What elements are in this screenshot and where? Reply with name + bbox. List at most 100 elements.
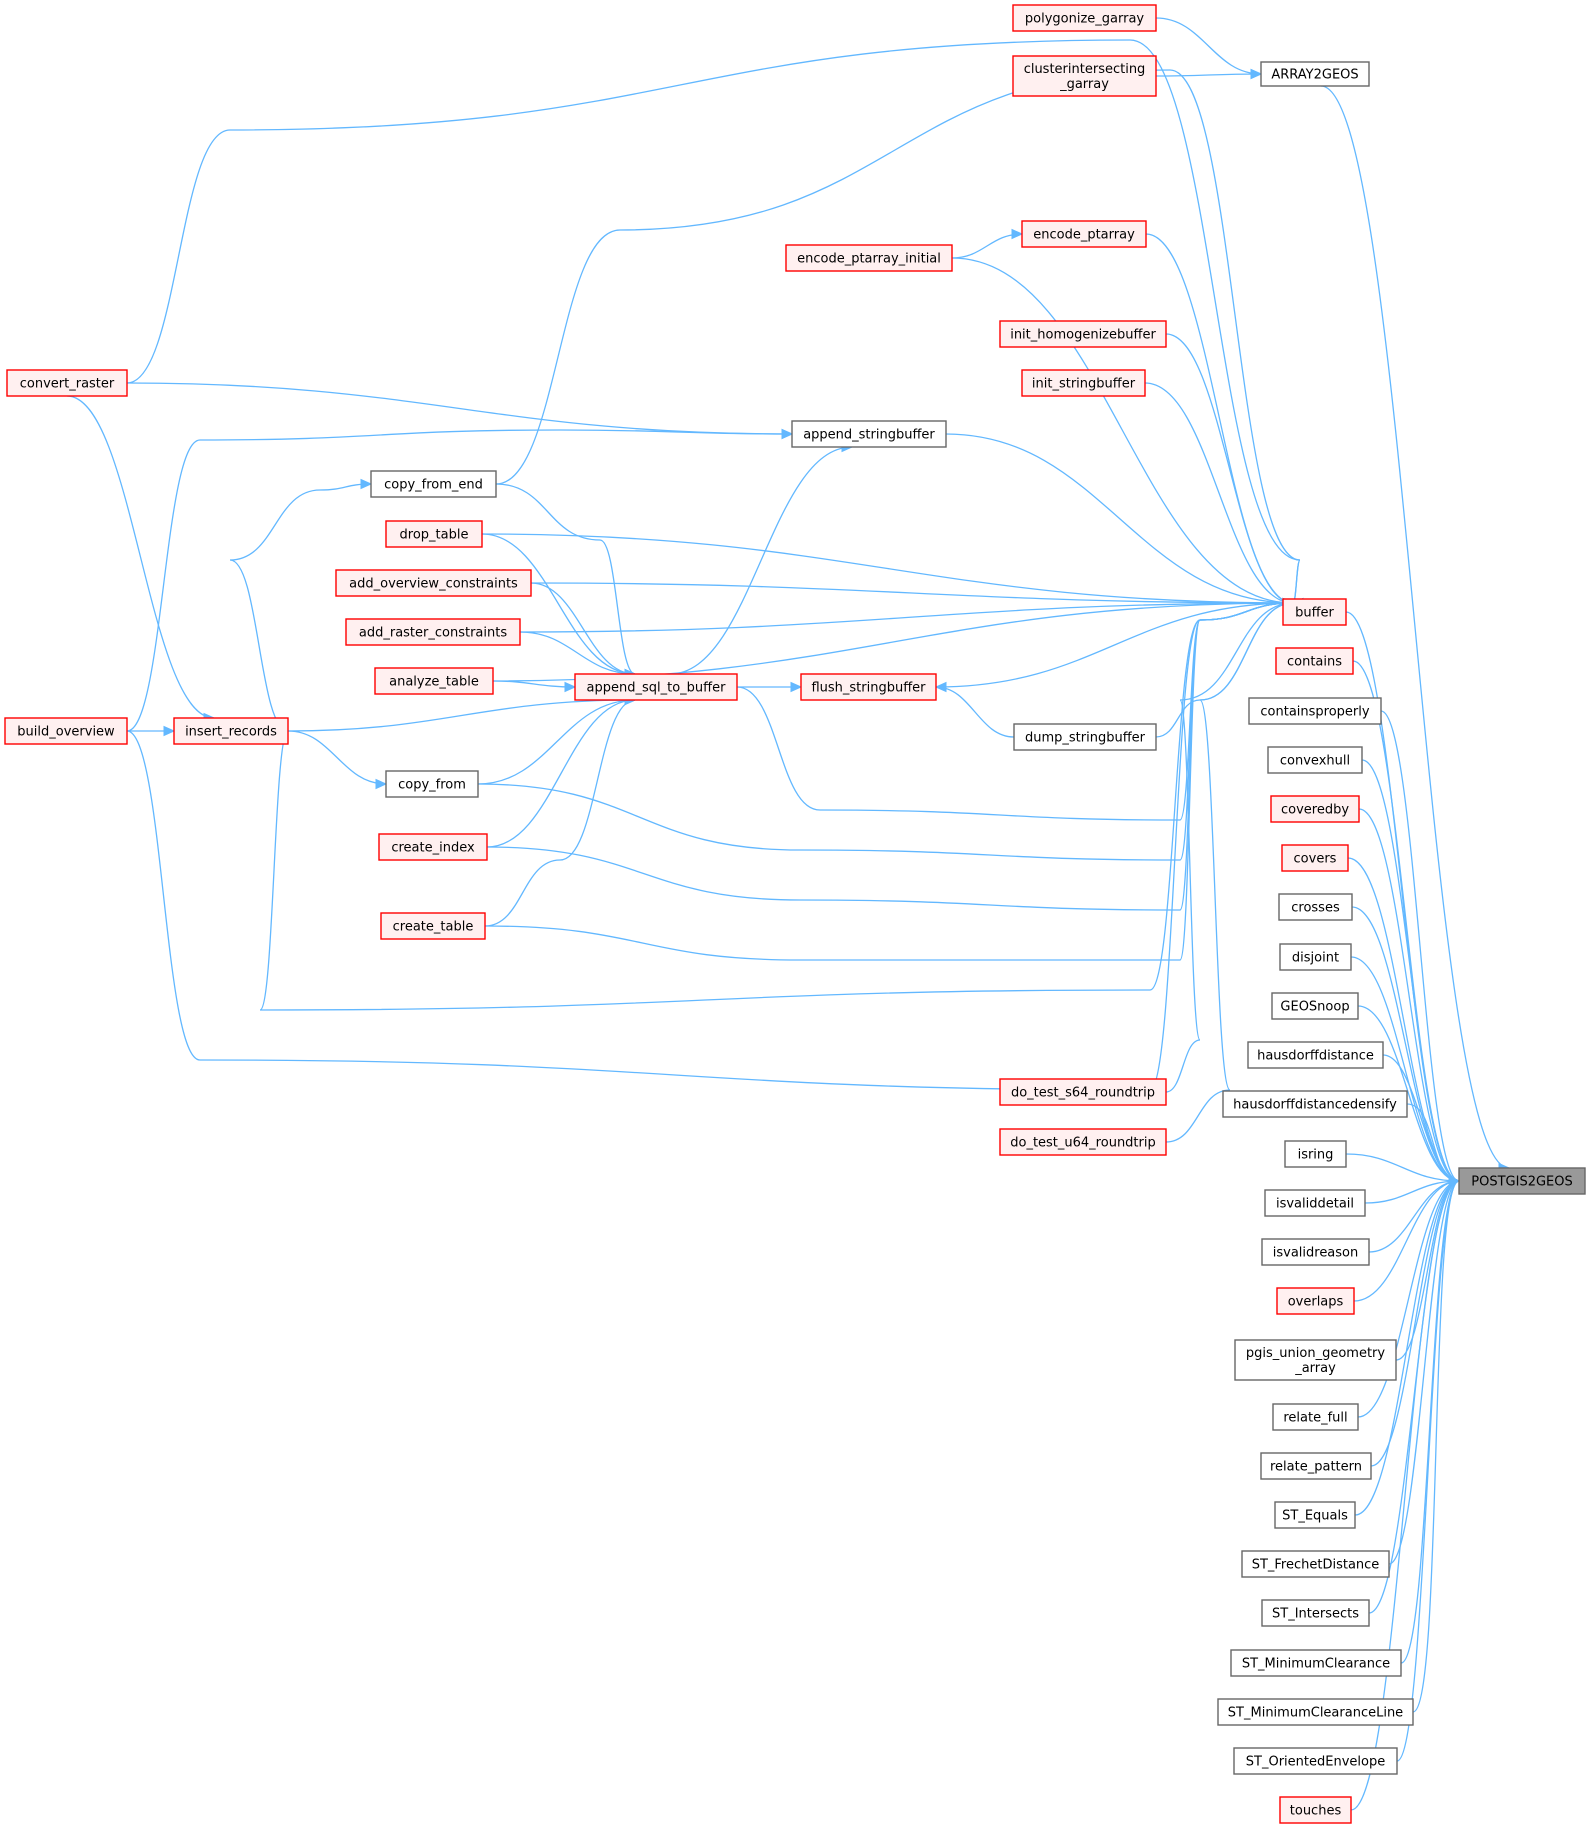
node-ST_MinimumClearanceLine[interactable]: ST_MinimumClearanceLine [1217, 1698, 1414, 1726]
node-label: containsproperly [1260, 705, 1369, 720]
node-append_sql_to_buffer[interactable]: append_sql_to_buffer [574, 673, 738, 701]
edge-init_homogenizebuffer-to-buffer [1165, 333, 1295, 609]
edge-touches-to-POSTGIS2GEOS [1350, 1175, 1461, 1811]
edge-dump_stringbuffer-to-flush_stringbuffer [934, 681, 1015, 738]
node-POSTGIS2GEOS[interactable]: POSTGIS2GEOS [1458, 1167, 1586, 1195]
node-label: buffer [1295, 606, 1334, 621]
node-box [1012, 55, 1157, 97]
node-encode_ptarray_initial[interactable]: encode_ptarray_initial [785, 244, 953, 272]
node-insert_records[interactable]: insert_records [173, 717, 289, 745]
node-ST_MinimumClearance[interactable]: ST_MinimumClearance [1230, 1649, 1402, 1677]
edge-convert_raster-to-append_stringbuffer [126, 382, 794, 440]
node-add_overview_constraints[interactable]: add_overview_constraints [335, 569, 532, 597]
node-ST_FrechetDistance[interactable]: ST_FrechetDistance [1241, 1550, 1390, 1578]
node-dump_stringbuffer[interactable]: dump_stringbuffer [1013, 723, 1157, 751]
node-label: build_overview [17, 725, 115, 740]
node-label: copy_from_end [384, 478, 483, 493]
node-label: relate_full [1283, 1411, 1347, 1426]
node-label: create_table [393, 920, 474, 935]
node-create_table[interactable]: create_table [380, 912, 486, 940]
node-covers[interactable]: covers [1281, 844, 1349, 872]
node-box [1272, 1403, 1359, 1431]
node-overlaps[interactable]: overlaps [1276, 1287, 1355, 1315]
node-relate_pattern[interactable]: relate_pattern [1260, 1452, 1372, 1480]
node-box [1247, 1041, 1384, 1069]
node-polygonize_garray[interactable]: polygonize_garray [1012, 4, 1157, 32]
node-label: copy_from [398, 778, 466, 793]
node-coveredby[interactable]: coveredby [1270, 795, 1360, 823]
node-label: disjoint [1292, 951, 1339, 966]
node-label: ST_Intersects [1272, 1607, 1359, 1622]
node-box [335, 569, 532, 597]
node-convert_raster[interactable]: convert_raster [6, 369, 128, 397]
node-containsproperly[interactable]: containsproperly [1248, 697, 1382, 725]
node-isring[interactable]: isring [1284, 1140, 1347, 1168]
node-box [1279, 943, 1352, 971]
node-pgis_union_geometry_array[interactable]: pgis_union_geometry_array [1234, 1339, 1397, 1381]
node-hausdorffdistance[interactable]: hausdorffdistance [1247, 1041, 1384, 1069]
node-add_raster_constraints[interactable]: add_raster_constraints [345, 618, 521, 646]
node-box [1241, 1550, 1390, 1578]
node-crosses[interactable]: crosses [1278, 893, 1353, 921]
node-buffer[interactable]: buffer [1282, 598, 1347, 626]
node-isvaliddetail[interactable]: isvaliddetail [1264, 1189, 1366, 1217]
arrowhead-icon [790, 681, 803, 693]
node-ST_Intersects[interactable]: ST_Intersects [1261, 1599, 1370, 1627]
node-do_test_s64_roundtrip[interactable]: do_test_s64_roundtrip [999, 1078, 1167, 1106]
node-copy_from[interactable]: copy_from [385, 770, 479, 798]
node-copy_from_end[interactable]: copy_from_end [370, 470, 497, 498]
node-GEOSnoop[interactable]: GEOSnoop [1271, 992, 1359, 1020]
node-init_stringbuffer[interactable]: init_stringbuffer [1021, 369, 1146, 397]
node-box [800, 673, 937, 701]
node-box [1261, 1599, 1370, 1627]
edge-analyze_table-to-append_sql_to_buffer [492, 680, 577, 693]
node-clusterintersecting_garray[interactable]: clusterintersecting_garray [1012, 55, 1157, 97]
node-build_overview[interactable]: build_overview [4, 717, 128, 745]
node-label: encode_ptarray_initial [797, 252, 941, 267]
node-label: add_raster_constraints [359, 626, 507, 641]
node-hausdorffdistancedensify[interactable]: hausdorffdistancedensify [1222, 1090, 1408, 1118]
node-disjoint[interactable]: disjoint [1279, 943, 1352, 971]
edge-ST_MinimumClearance-to-POSTGIS2GEOS [1400, 1175, 1461, 1664]
node-label: isring [1298, 1148, 1334, 1163]
node-contains[interactable]: contains [1275, 647, 1354, 675]
node-label: add_overview_constraints [349, 577, 518, 592]
node-relate_full[interactable]: relate_full [1272, 1403, 1359, 1431]
edge-encode_ptarray_initial-to-encode_ptarray [951, 228, 1024, 259]
node-append_stringbuffer[interactable]: append_stringbuffer [791, 420, 947, 448]
node-create_index[interactable]: create_index [378, 833, 488, 861]
node-analyze_table[interactable]: analyze_table [374, 667, 494, 695]
node-label: init_stringbuffer [1032, 377, 1136, 392]
node-box [1233, 1747, 1398, 1775]
edge-encode_ptarray-to-buffer [1145, 233, 1295, 609]
node-convexhull[interactable]: convexhull [1267, 746, 1363, 774]
node-init_homogenizebuffer[interactable]: init_homogenizebuffer [999, 320, 1167, 348]
node-ARRAY2GEOS[interactable]: ARRAY2GEOS [1260, 61, 1370, 87]
node-box [345, 618, 521, 646]
edge-insert_records-to-append_sql_to_buffer [287, 694, 637, 732]
edge-append_sql_to_buffer-to-flush_stringbuffer [737, 681, 803, 693]
node-flush_stringbuffer[interactable]: flush_stringbuffer [800, 673, 937, 701]
node-touches[interactable]: touches [1279, 1796, 1352, 1824]
node-ST_OrientedEnvelope[interactable]: ST_OrientedEnvelope [1233, 1747, 1398, 1775]
edge-ST_MinimumClearanceLine-to-POSTGIS2GEOS [1412, 1175, 1461, 1713]
arrowhead-icon [375, 778, 388, 790]
edge-ST_OrientedEnvelope-to-POSTGIS2GEOS [1396, 1175, 1461, 1762]
node-encode_ptarray[interactable]: encode_ptarray [1021, 220, 1147, 248]
node-drop_table[interactable]: drop_table [385, 520, 483, 548]
edge-append_sql_to_buffer-to-buffer [736, 597, 1295, 821]
node-do_test_u64_roundtrip[interactable]: do_test_u64_roundtrip [999, 1128, 1167, 1156]
edge-build_overview-to-buffer [126, 597, 1295, 1091]
node-box [1021, 220, 1147, 248]
node-label: append_stringbuffer [803, 428, 935, 443]
edge-create_index-to-buffer [486, 597, 1295, 911]
node-isvalidreason[interactable]: isvalidreason [1261, 1238, 1370, 1266]
node-ST_Equals[interactable]: ST_Equals [1274, 1501, 1356, 1529]
node-box [374, 667, 494, 695]
edge-encode_ptarray_initial-to-buffer [951, 257, 1295, 609]
node-box [1279, 1796, 1352, 1824]
node-box [1260, 61, 1370, 87]
node-label: ST_Equals [1282, 1509, 1348, 1524]
node-box [385, 520, 483, 548]
